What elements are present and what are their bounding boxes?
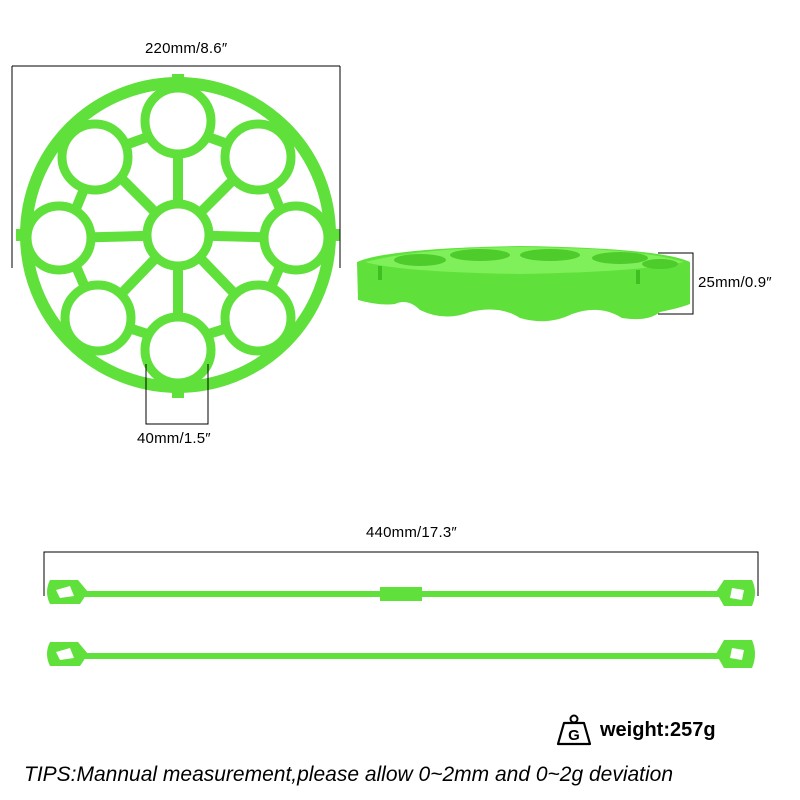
height-label: 25mm/0.9″ [698, 274, 772, 291]
sling-bottom [47, 640, 755, 668]
svg-text:G: G [568, 727, 580, 744]
weight-text: weight:257g [600, 718, 716, 741]
trivet-side-view [357, 246, 690, 322]
weight-info: G weight:257g [556, 714, 716, 746]
sling-length-label: 440mm/17.3″ [366, 524, 457, 541]
diameter-label: 220mm/8.6″ [145, 40, 228, 57]
trivet-top-view [16, 74, 340, 398]
hole-size-label: 40mm/1.5″ [137, 430, 211, 447]
trivet-nub-bottom [172, 388, 184, 398]
dimension-lines-top [11, 65, 341, 425]
tips-text: TIPS:Mannual measurement,please allow 0~… [24, 763, 674, 786]
sling-top [47, 580, 755, 606]
trivet-nub-top [172, 74, 184, 86]
dimension-line-height [658, 252, 694, 315]
trivet-holes [22, 83, 333, 388]
dimension-line-length [43, 551, 759, 596]
weight-icon: G [556, 714, 592, 746]
